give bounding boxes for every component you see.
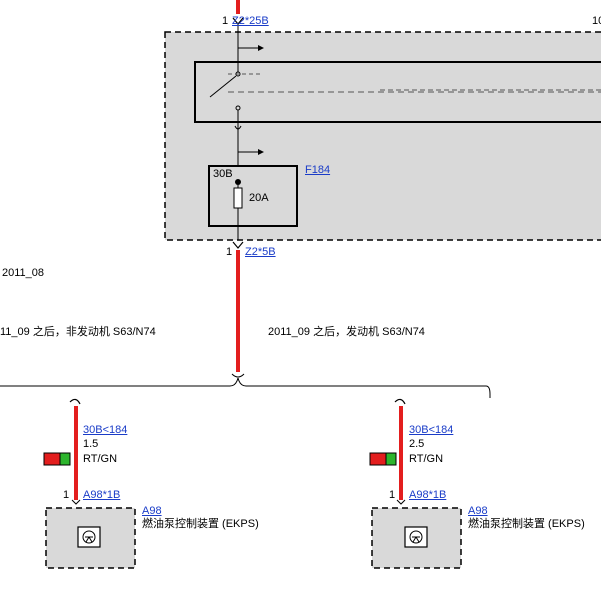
wire-break-mark	[234, 125, 242, 130]
condition-brace	[0, 377, 491, 398]
right-wire-size: 2.5	[409, 438, 425, 450]
main-wire-down	[236, 250, 240, 372]
top-right-fragment: 10	[592, 15, 601, 27]
right-wire-ref-link[interactable]: 30B<184	[409, 424, 454, 436]
right-branch-wire	[399, 406, 403, 500]
top-connector-link[interactable]: Z2*25B	[232, 15, 269, 27]
fuse-ref-link[interactable]: F184	[305, 164, 331, 176]
right-module-name: 燃油泵控制装置 (EKPS)	[468, 518, 585, 530]
main-wire-top	[236, 0, 240, 14]
condition-right: 2011_09 之后，发动机 S63/N74	[268, 326, 425, 338]
fuse-rating: 20A	[249, 192, 269, 204]
top-connector-pin: 1	[222, 15, 229, 27]
right-connector-pin: 1	[389, 489, 396, 501]
right-wire-swatch-green	[385, 452, 397, 466]
bottom-connector-link[interactable]: Z2*5B	[245, 246, 276, 258]
left-wire-swatch-red	[43, 452, 61, 466]
fuse-element	[233, 187, 243, 209]
condition-left-top: 2011_08	[2, 267, 45, 279]
switch-blade	[209, 75, 237, 98]
left-wire-size: 1.5	[83, 438, 99, 450]
splice-mark	[231, 373, 245, 378]
condition-left: 11_09 之后，非发动机 S63/N74	[0, 326, 156, 338]
arrow-head-1	[258, 45, 264, 51]
right-module-ref-link[interactable]: A98	[468, 505, 488, 517]
bottom-connector-symbol	[232, 241, 244, 249]
left-wire-swatch-green	[59, 452, 71, 466]
left-wire-ref-link[interactable]: 30B<184	[83, 424, 128, 436]
left-branch-wire	[74, 406, 78, 500]
fuse-terminal-label: 30B	[213, 168, 233, 180]
right-wire-color: RT/GN	[409, 453, 444, 465]
right-connector-link[interactable]: A98*1B	[409, 489, 447, 501]
left-module-ref-link[interactable]: A98	[142, 505, 162, 517]
left-module-name: 燃油泵控制装置 (EKPS)	[142, 518, 259, 530]
right-wire-swatch-red	[369, 452, 387, 466]
right-branch-splice	[394, 398, 406, 405]
left-branch-splice	[69, 398, 81, 405]
left-connector-link[interactable]: A98*1B	[83, 489, 121, 501]
fuse-box	[208, 165, 298, 227]
relay-box	[194, 61, 601, 123]
bottom-connector-pin: 1	[226, 246, 233, 258]
left-connector-pin: 1	[63, 489, 70, 501]
left-wire-color: RT/GN	[83, 453, 118, 465]
arrow-head-2	[258, 149, 264, 155]
